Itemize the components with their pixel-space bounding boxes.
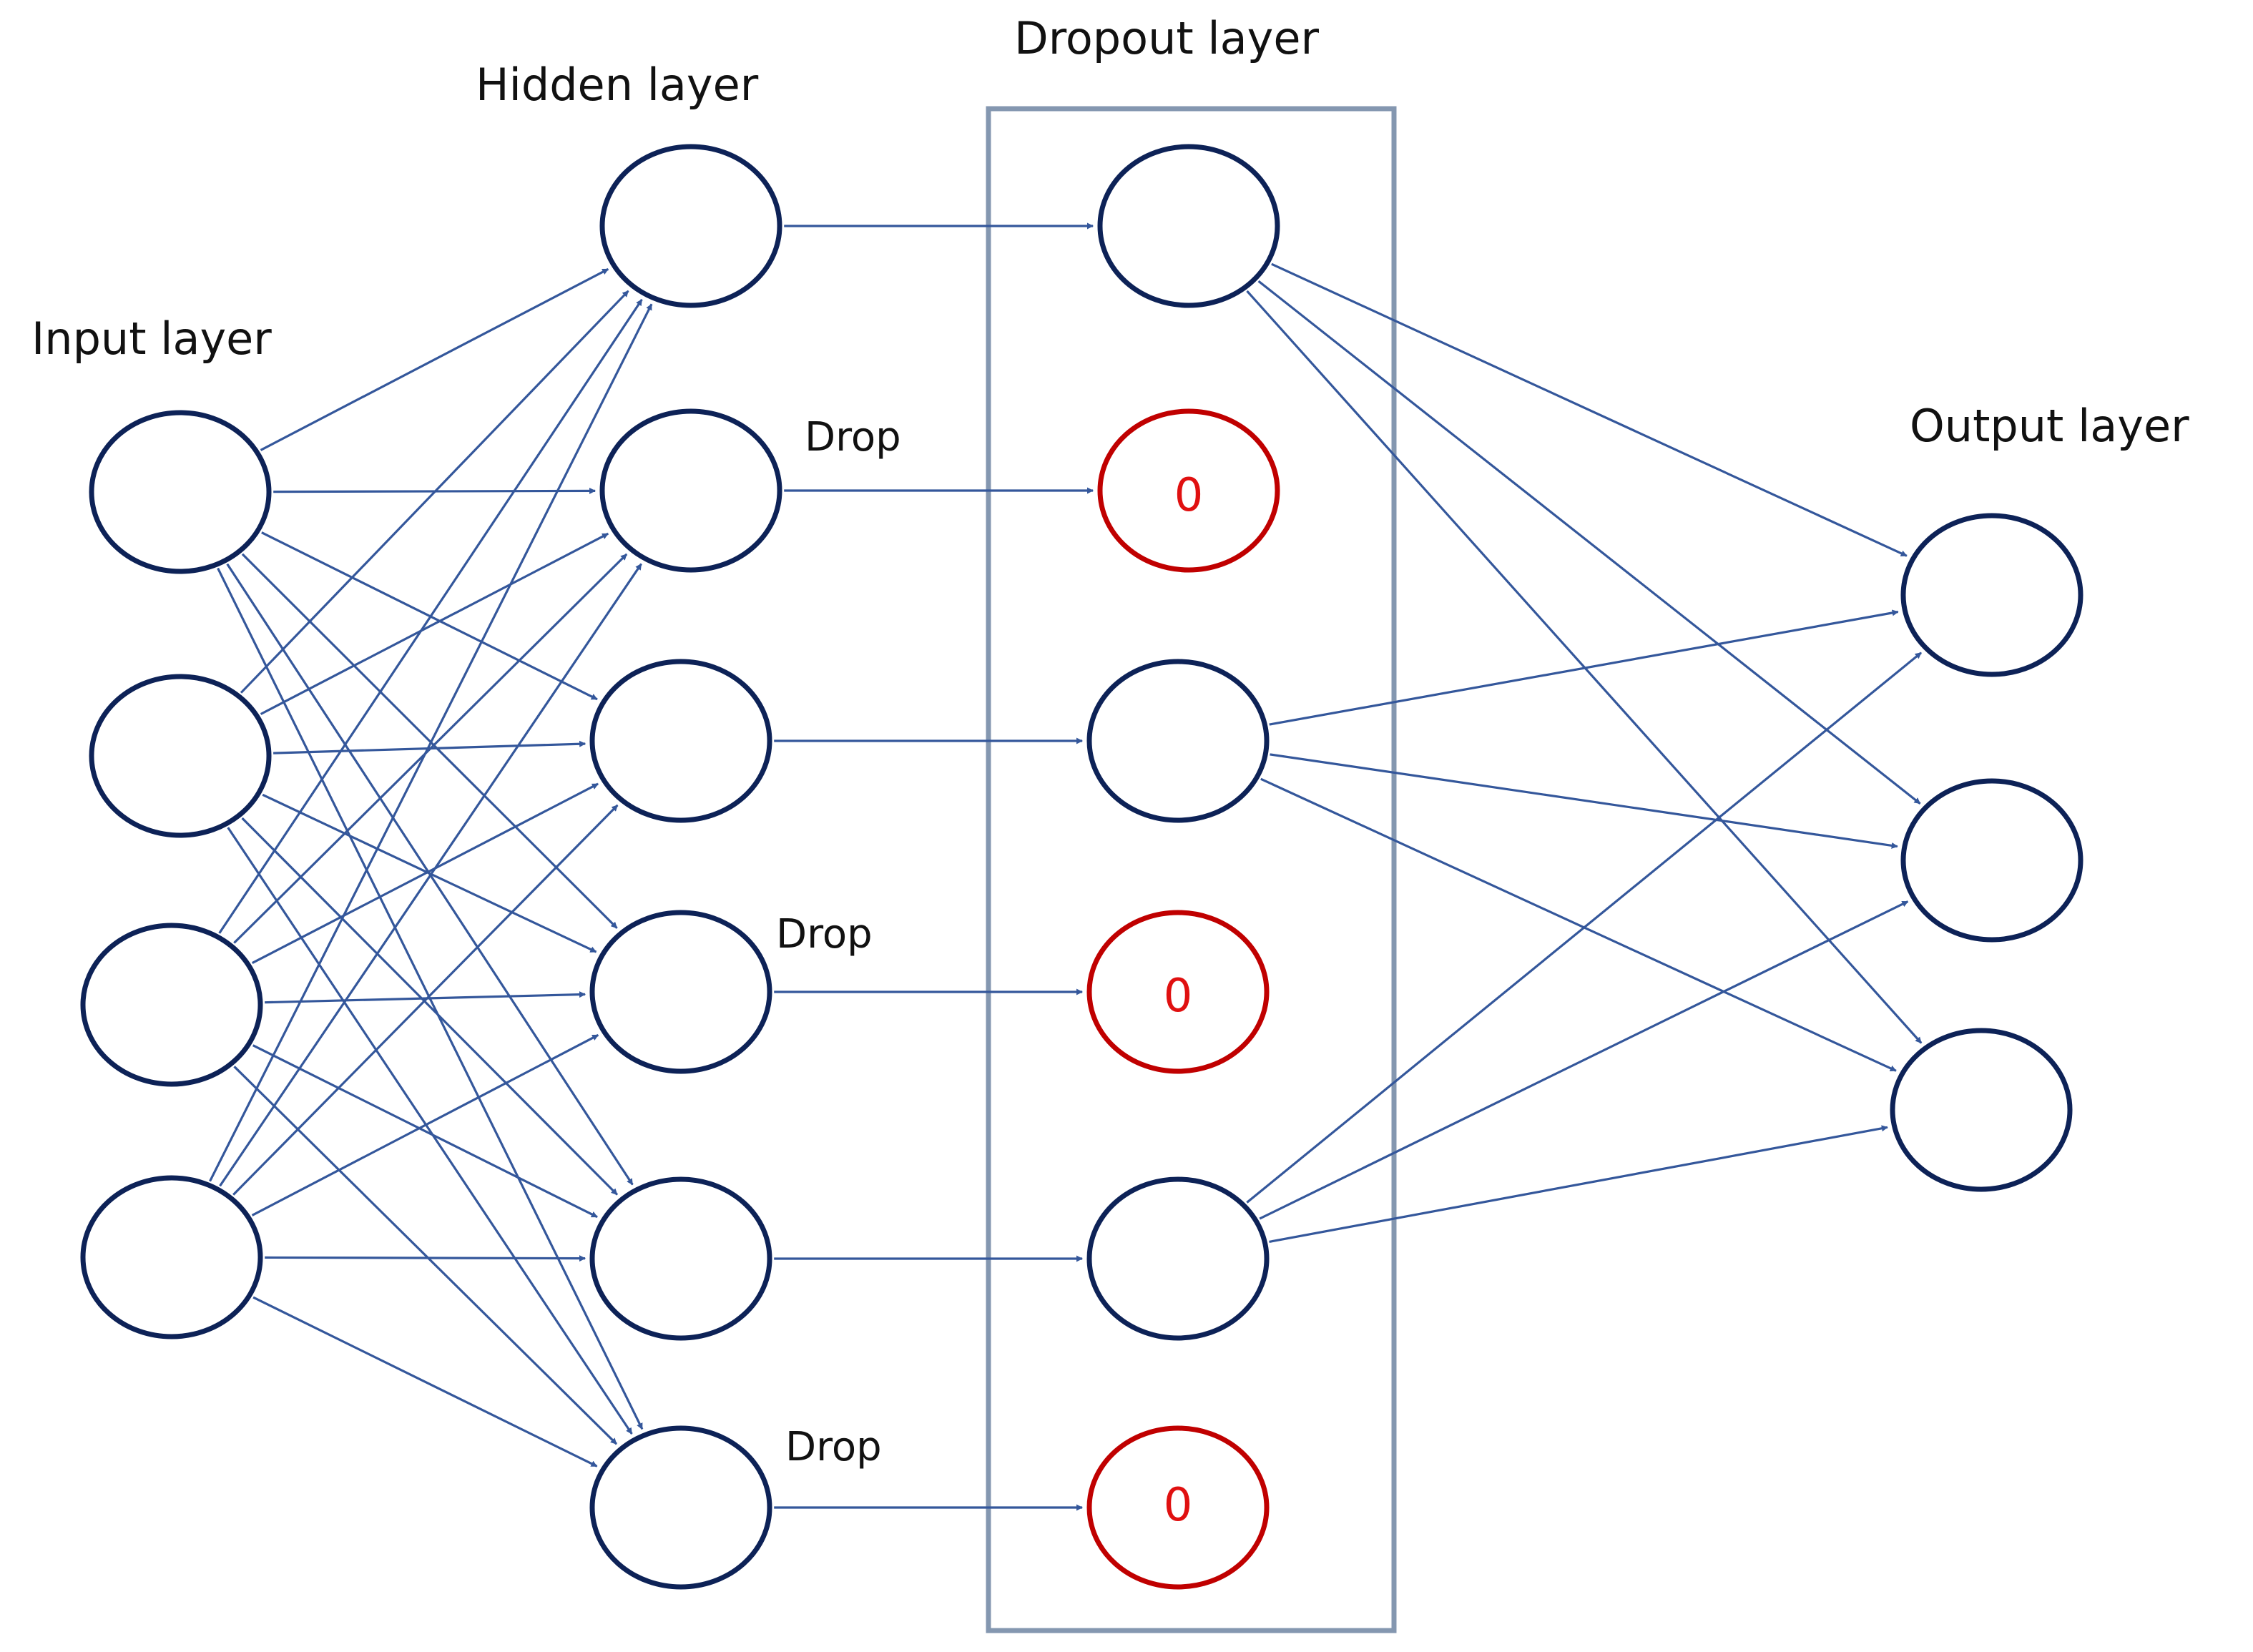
dropout-node-1-dropped: [1097, 408, 1280, 573]
input-layer-label: Input layer: [31, 313, 272, 365]
hidden-node-5: [589, 1425, 772, 1590]
output-layer-label: Output layer: [1910, 400, 2189, 452]
output-node-0: [1900, 513, 2083, 677]
edge-dropout-2-output-0: [1269, 609, 1899, 726]
edge-input-2-hidden-1: [233, 553, 628, 944]
edge-input-3-hidden-4: [265, 1255, 586, 1262]
hidden-node-4: [589, 1176, 772, 1341]
edge-input-2-hidden-4: [252, 1044, 598, 1219]
zero-label-2: 0: [1164, 970, 1193, 1023]
hidden-node-0: [599, 144, 782, 308]
zero-label-1: 0: [1174, 469, 1204, 522]
edge-input-3-hidden-0: [209, 303, 653, 1182]
hidden-layer-label: Hidden layer: [476, 59, 759, 111]
edge-input-1-hidden-1: [260, 532, 609, 715]
edge-input-3-hidden-5: [252, 1296, 598, 1467]
connection-edges: [209, 222, 1923, 1511]
hidden-node-1: [599, 408, 782, 573]
edge-input-3-hidden-1: [219, 563, 642, 1187]
edge-input-3-hidden-3: [251, 1033, 599, 1216]
input-node-3: [80, 1175, 263, 1339]
hidden-node-2: [589, 659, 772, 823]
dropout-node-5-dropped: [1086, 1425, 1270, 1590]
edge-input-0-hidden-3: [241, 553, 618, 929]
input-node-2: [80, 923, 263, 1087]
neuron-nodes: [80, 144, 2083, 1590]
edge-input-2-hidden-3: [265, 991, 586, 1004]
edge-input-1-hidden-5: [227, 827, 633, 1435]
drop-label-2: Drop: [776, 911, 873, 958]
drop-label-1: Drop: [805, 414, 901, 461]
dropout-node-0: [1097, 144, 1280, 308]
edge-dropout-2-output-1: [1270, 753, 1898, 849]
edge-input-1-hidden-3: [262, 793, 597, 953]
output-node-1: [1900, 778, 2083, 943]
edge-dropout-0-output-1: [1257, 280, 1921, 805]
output-node-2: [1890, 1028, 2073, 1192]
edge-dropout-2-output-2: [1260, 777, 1897, 1072]
edge-input-0-hidden-2: [261, 531, 598, 701]
edge-input-0-hidden-0: [260, 267, 609, 451]
edge-input-3-hidden-2: [232, 804, 619, 1196]
dropout-node-2: [1086, 659, 1270, 823]
dropout-node-3-dropped: [1086, 910, 1270, 1074]
hidden-node-3: [589, 910, 772, 1074]
input-node-1: [89, 674, 272, 838]
edge-dropout-4-output-2: [1269, 1125, 1888, 1243]
dropout-layer-box: [986, 106, 1397, 1633]
edge-input-1-hidden-4: [241, 817, 619, 1196]
edge-input-2-hidden-2: [251, 782, 599, 965]
edge-input-1-hidden-0: [240, 290, 629, 694]
edge-dropout-4-output-1: [1259, 900, 1909, 1220]
edge-dropout-4-output-0: [1246, 652, 1923, 1204]
drop-label-3: Drop: [785, 1424, 882, 1470]
edge-input-2-hidden-0: [218, 299, 643, 934]
dropout-layer-label: Dropout layer: [1014, 12, 1319, 64]
edge-dropout-0-output-0: [1271, 262, 1908, 557]
dropout-node-4: [1086, 1176, 1270, 1341]
zero-label-3: 0: [1164, 1479, 1193, 1532]
input-node-0: [89, 410, 272, 574]
